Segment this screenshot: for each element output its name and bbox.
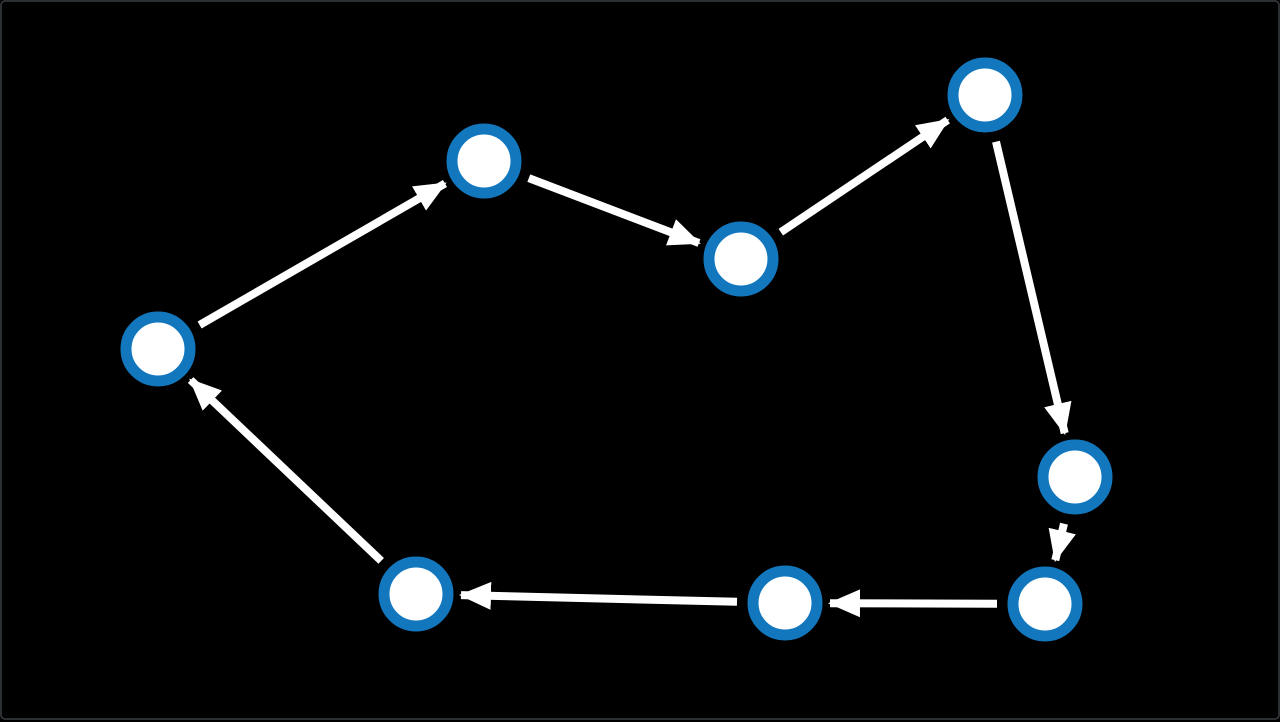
graph-node-bottom-middle — [747, 565, 823, 641]
graph-node-right — [1037, 439, 1113, 515]
edge-right-to-bottom-right — [1048, 522, 1076, 563]
nodes-layer — [120, 57, 1113, 642]
graph-node-upper-left — [446, 123, 522, 199]
edges-layer — [187, 116, 1076, 618]
edge-left-to-upper-left — [197, 180, 447, 329]
edge-bottom-middle-to-bottom-left — [459, 581, 738, 610]
graph-node-top-right — [947, 57, 1023, 133]
graph-node-left — [120, 311, 196, 387]
graph-node-bottom-right — [1007, 566, 1083, 642]
edge-bottom-left-to-left — [187, 377, 384, 564]
graph-node-bottom-left — [378, 556, 454, 632]
edge-upper-left-to-middle — [527, 174, 701, 247]
edge-bottom-right-to-bottom-middle — [828, 589, 998, 618]
edge-middle-to-top-right — [778, 116, 950, 236]
edge-top-right-to-right — [992, 140, 1072, 436]
graph-node-middle — [703, 221, 779, 297]
